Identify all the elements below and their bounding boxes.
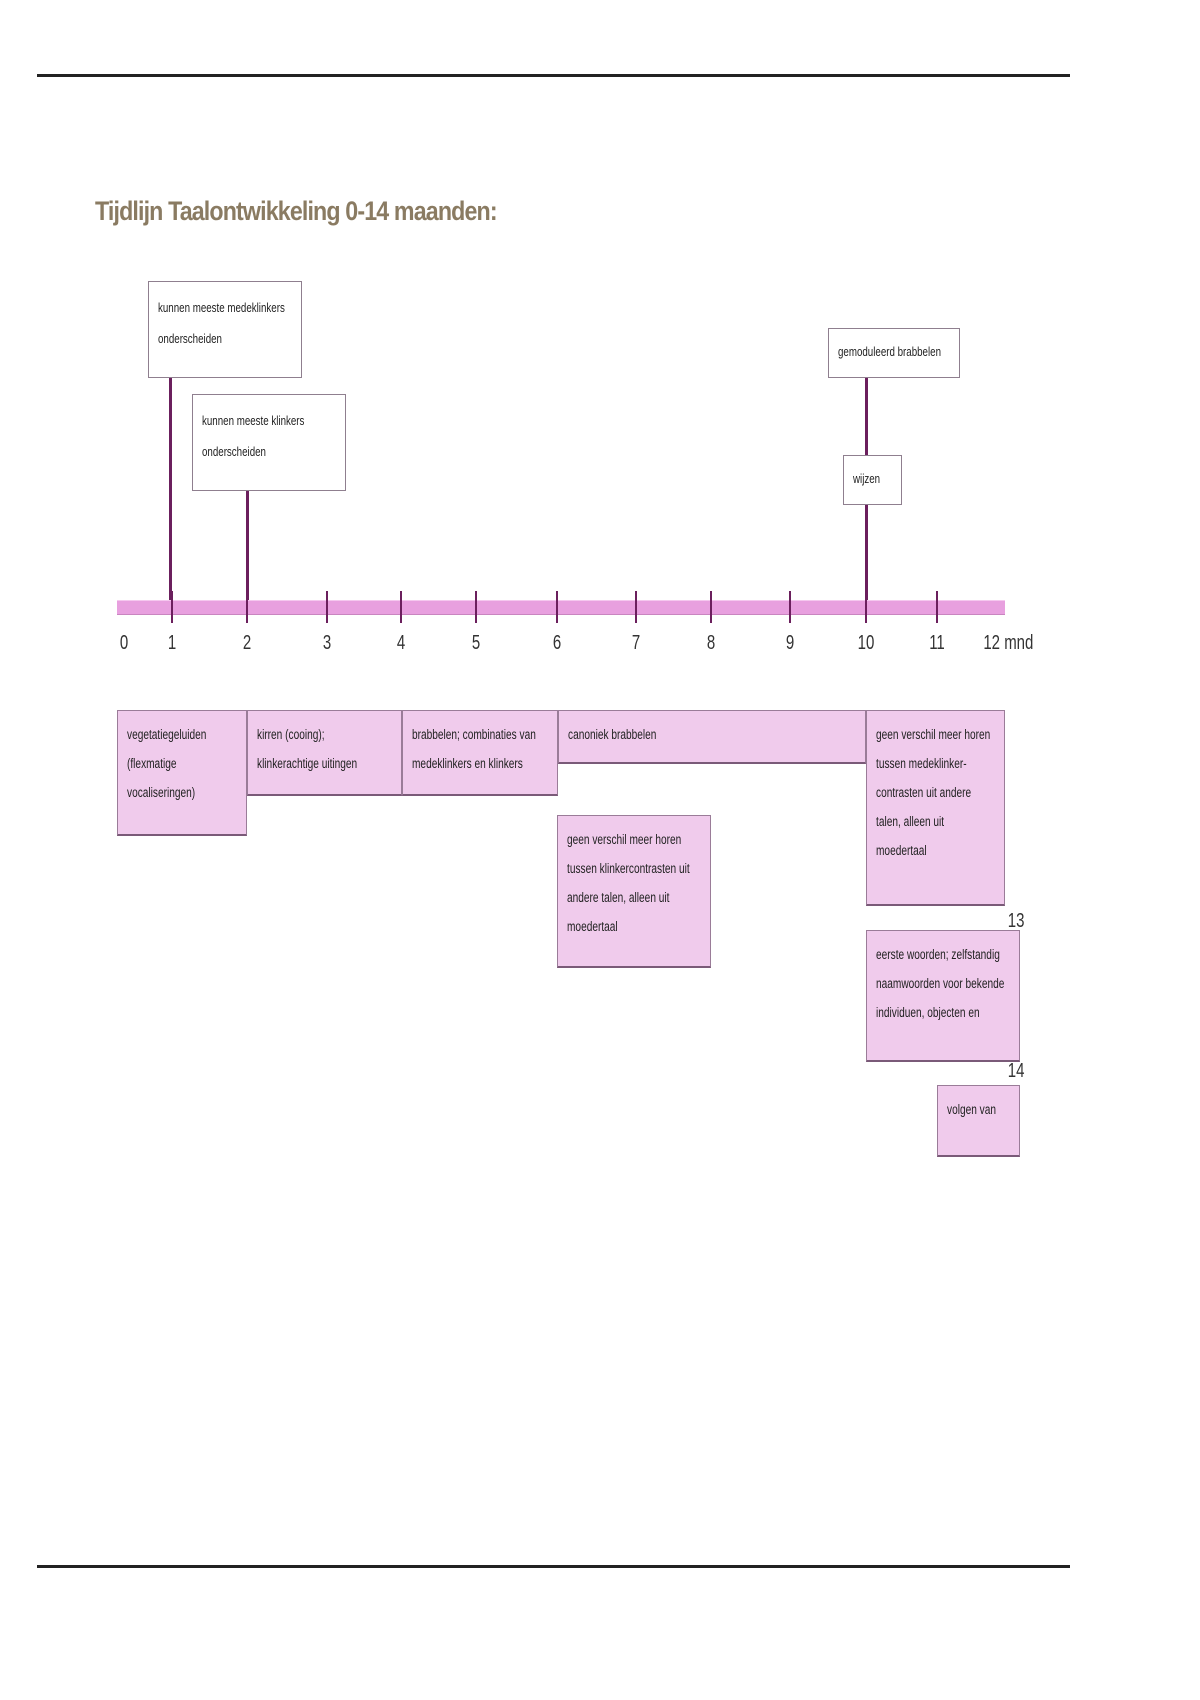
connector-line	[246, 491, 249, 600]
milestone-box-above: wijzen	[843, 455, 902, 505]
phase-text-line: naamwoorden voor bekende	[876, 976, 1005, 991]
phase-box-below: geen verschil meer horen tussen klinkerco…	[557, 815, 711, 968]
phase-text-line: eerste woorden; zelfstandig	[876, 947, 1000, 962]
phase-text-line: canoniek brabbelen	[568, 727, 657, 742]
axis-tick	[635, 591, 637, 623]
phase-box-below: volgen van	[937, 1085, 1020, 1157]
axis-tick	[936, 591, 938, 623]
axis-label-month: 9	[785, 632, 795, 654]
milestone-text-line: kunnen meeste medeklinkers	[158, 300, 285, 315]
phase-text-line: medeklinkers en klinkers	[412, 756, 523, 771]
phase-text-line: moedertaal	[876, 843, 927, 858]
connector-line	[865, 505, 868, 600]
phase-box-below: kirren (cooing); klinkerachtige uitingen	[247, 710, 402, 796]
axis-tick	[865, 591, 867, 623]
axis-label-month: 7	[631, 632, 641, 654]
phase-text-line: geen verschil meer horen	[567, 832, 682, 847]
axis-label-month: 10	[857, 632, 875, 654]
phase-text-line: individuen, objecten en	[876, 1005, 980, 1020]
milestone-text-line: onderscheiden	[158, 331, 222, 346]
axis-label-month: 4	[396, 632, 406, 654]
page-title: Tijdlijn Taalontwikkeling 0-14 maanden:	[95, 196, 498, 226]
milestone-box-above: gemoduleerd brabbelen	[828, 328, 960, 378]
axis-label-month: 12 mnd	[983, 632, 1034, 654]
phase-text-line: tussen medeklinker-	[876, 756, 967, 771]
phase-box-below: canoniek brabbelen	[558, 710, 866, 764]
axis-tick	[556, 591, 558, 623]
phase-text-line: andere talen, alleen uit	[567, 890, 670, 905]
phase-text-line: geen verschil meer horen	[876, 727, 991, 742]
timeline-axis-bar	[117, 600, 1005, 615]
axis-tick	[400, 591, 402, 623]
axis-label-month: 3	[322, 632, 332, 654]
phase-box-below: eerste woorden; zelfstandig naamwoorden v…	[866, 930, 1020, 1062]
phase-text-line: tussen klinkercontrasten uit	[567, 861, 690, 876]
axis-tick	[326, 591, 328, 623]
milestone-box-above: kunnen meeste klinkers onderscheiden	[192, 394, 346, 491]
axis-label-month: 5	[471, 632, 481, 654]
axis-tick	[475, 591, 477, 623]
phase-box-below: vegetatiegeluiden (flexmatige vocalisering…	[117, 710, 247, 836]
phase-box-below: geen verschil meer horen tussen medeklink…	[866, 710, 1005, 906]
footer-rule	[37, 1565, 1070, 1568]
phase-text-line: vegetatiegeluiden	[127, 727, 207, 742]
axis-label-month: 6	[552, 632, 562, 654]
axis-label-month: 8	[706, 632, 716, 654]
axis-label-month: 2	[242, 632, 252, 654]
phase-box-below: brabbelen; combinaties van medeklinkers e…	[402, 710, 558, 796]
phase-text-line: moedertaal	[567, 919, 618, 934]
phase-text-line: contrasten uit andere	[876, 785, 972, 800]
connector-line	[169, 378, 172, 600]
axis-tick	[789, 591, 791, 623]
phase-text-line: brabbelen; combinaties van	[412, 727, 536, 742]
phase-text-line: talen, alleen uit	[876, 814, 945, 829]
milestone-text-line: wijzen	[853, 471, 881, 486]
milestone-text-line: onderscheiden	[202, 444, 266, 459]
axis-label-month: 11	[929, 632, 945, 654]
axis-tick	[710, 591, 712, 623]
axis-label-month: 13	[1007, 910, 1025, 932]
axis-tick	[171, 591, 173, 623]
axis-label-month: 0	[119, 632, 129, 654]
header-rule	[37, 74, 1070, 77]
phase-text-line: volgen van	[947, 1102, 996, 1117]
axis-tick	[246, 591, 248, 623]
phase-text-line: vocaliseringen)	[127, 785, 196, 800]
phase-text-line: klinkerachtige uitingen	[257, 756, 358, 771]
axis-label-month: 14	[1007, 1060, 1025, 1082]
milestone-box-above: kunnen meeste medeklinkers onderscheiden	[148, 281, 302, 378]
phase-text-line: kirren (cooing);	[257, 727, 325, 742]
milestone-text-line: kunnen meeste klinkers	[202, 413, 305, 428]
milestone-text-line: gemoduleerd brabbelen	[838, 344, 941, 359]
connector-line	[865, 378, 868, 455]
axis-label-month: 1	[167, 632, 177, 654]
phase-text-line: (flexmatige	[127, 756, 177, 771]
